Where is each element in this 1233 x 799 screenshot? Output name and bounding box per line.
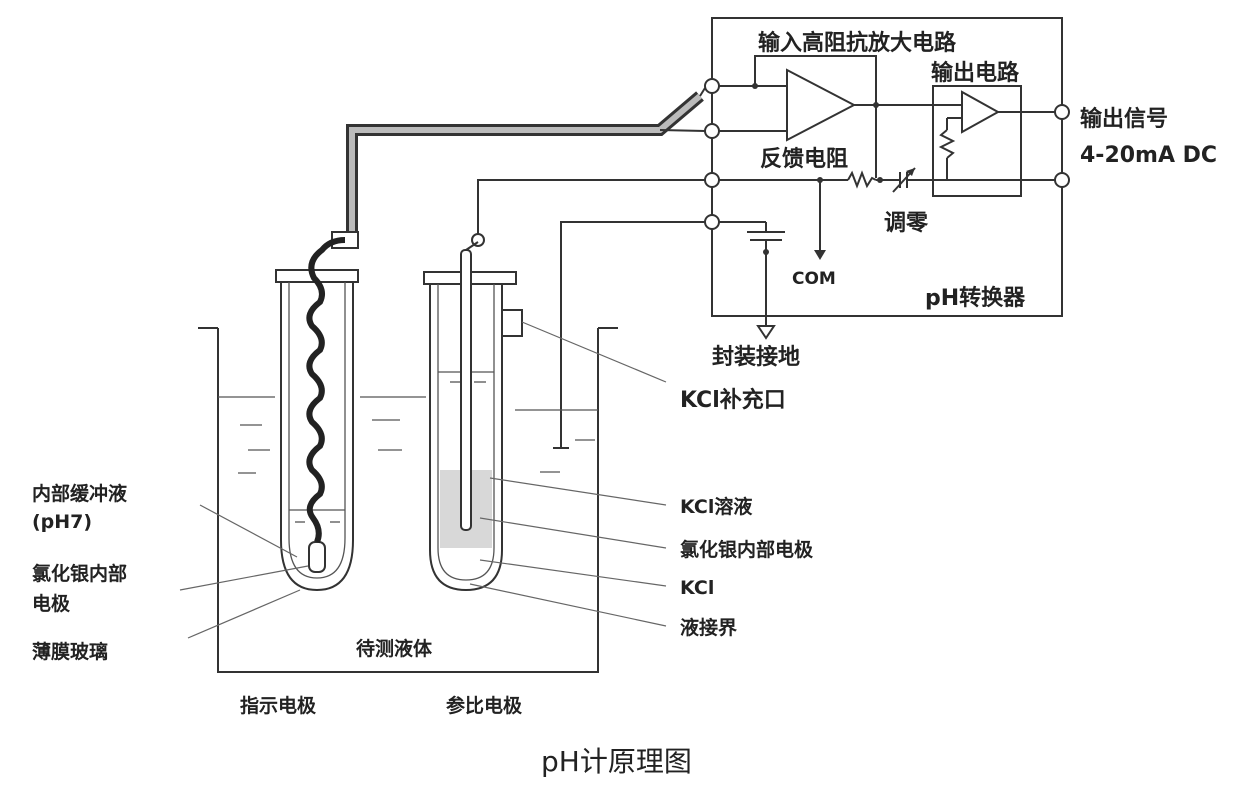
ground-rod-wire [560, 221, 705, 448]
glass-electrode-lead [306, 237, 346, 544]
shield-ground-label: 封装接地 [712, 345, 800, 370]
leader-lines [179, 321, 667, 639]
beaker-outline [217, 328, 599, 673]
liquid-junction-label: 液接界 [680, 616, 737, 639]
inner-buffer-ph-label: (pH7) [32, 511, 92, 533]
feedback-resistor [847, 170, 877, 189]
diagram-caption: pH计原理图 [541, 745, 692, 778]
input-terminal-2 [704, 123, 720, 139]
coax-cable [346, 91, 704, 242]
output-signal-label: 输出信号 [1080, 106, 1168, 132]
agcl-inner-label-2: 电极 [32, 592, 71, 615]
glass-tube [280, 282, 354, 592]
cables [331, 87, 706, 449]
kcl-label: KCl [680, 577, 714, 599]
agcl-inner-ref-label: 氯化银内部电极 [680, 538, 814, 561]
inner-buffer-label: 内部缓冲液 [32, 482, 128, 505]
amp-title: 输入高阻抗放大电路 [758, 30, 957, 56]
input-terminal-1 [704, 78, 720, 94]
ph-converter: 输入高阻抗放大电路 输出电路 反馈电阻 调零 COM pH转换器 封装接地 输出… [704, 17, 1217, 370]
test-liquid-label: 待测液体 [356, 637, 433, 660]
reference-tube [429, 284, 503, 592]
output-terminal-2 [1054, 172, 1070, 188]
amplifier-feedback-frame [754, 55, 877, 178]
output-range-label: 4-20mA DC [1080, 143, 1217, 168]
indicator-electrode [275, 237, 359, 592]
input-terminal-4 [704, 214, 720, 230]
indicator-electrode-label: 指示电极 [240, 694, 317, 717]
input-amplifier [786, 68, 857, 142]
output-terminal-1 [1054, 104, 1070, 120]
kcl-refill-label: KCl补充口 [680, 387, 786, 413]
input-terminal-3 [704, 172, 720, 188]
reference-electrode [423, 241, 523, 592]
com-label: COM [792, 269, 836, 289]
agcl-inner-label-1: 氯化银内部 [32, 562, 127, 585]
converter-label: pH转换器 [925, 285, 1026, 311]
reference-electrode-label: 参比电极 [446, 694, 523, 717]
output-circuit-label: 输出电路 [931, 60, 1020, 86]
output-circuit-box [932, 85, 1022, 197]
test-beaker [198, 327, 618, 673]
zero-adjust-label: 调零 [884, 211, 929, 236]
kcl-solution-label: KCl溶液 [680, 495, 753, 518]
feedback-resistor-label: 反馈电阻 [760, 146, 848, 172]
output-amplifier [961, 90, 1001, 134]
reference-wire [477, 179, 705, 238]
converter-box [711, 17, 1063, 317]
glass-membrane-label: 薄膜玻璃 [32, 640, 108, 663]
